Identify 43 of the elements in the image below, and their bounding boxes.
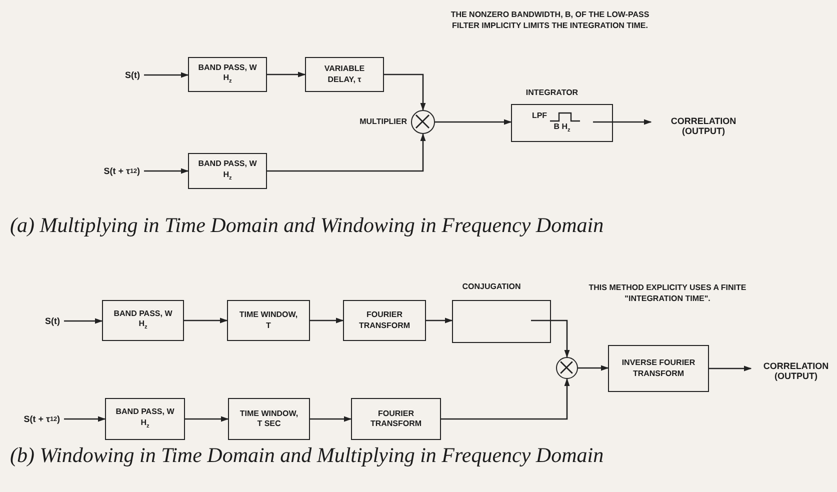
block-heading: CONJUGATION <box>461 282 522 291</box>
arrow <box>593 119 652 125</box>
signal-label: S(t) <box>100 67 140 83</box>
output-label: CORRELATION (OUTPUT) <box>755 356 837 386</box>
arrow <box>441 378 570 420</box>
process-box: INVERSE FOURIER TRANSFORM <box>608 345 709 392</box>
process-box: VARIABLE DELAY, τ <box>305 57 384 92</box>
multiplier-symbol <box>411 110 435 134</box>
node-caption: MULTIPLIER <box>360 117 407 126</box>
filter-label: LPF <box>532 111 548 122</box>
arrow <box>184 318 228 324</box>
figure-caption: (a) Multiplying in Time Domain and Windowing in Frequency Domain <box>10 213 604 238</box>
block-heading: INTEGRATOR <box>524 88 580 97</box>
arrow <box>310 318 344 324</box>
arrow <box>531 320 570 358</box>
arrow <box>267 133 426 172</box>
arrow <box>64 318 103 324</box>
figure-caption: (b) Windowing in Time Domain and Multiplying in Frequency Domain <box>10 443 604 468</box>
signal-label: S(t) <box>20 313 60 329</box>
process-box: BAND PASS, W H$_{z}$ <box>105 398 185 440</box>
arrow <box>144 72 189 78</box>
annotation-note: THE NONZERO BANDWIDTH, B, OF THE LOW-PASS FILTER IMPLICITY LIMITS THE INTEGRATION TIME. <box>450 10 650 32</box>
arrow <box>709 366 752 372</box>
process-box: BAND PASS, W H$_{z}$ <box>188 153 267 189</box>
arrow <box>185 416 229 422</box>
process-box: TIME WINDOW, T SEC <box>228 398 310 440</box>
annotation-note: THIS METHOD EXPLICITY USES A FINITE "INTEGRATION TIME". <box>588 283 748 305</box>
output-label: CORRELATION (OUTPUT) <box>655 112 752 140</box>
multiplier-symbol <box>556 357 578 379</box>
process-box: FOURIER TRANSFORM <box>343 300 426 341</box>
arrow <box>435 119 512 125</box>
process-box: FOURIER TRANSFORM <box>351 398 441 440</box>
arrow <box>64 416 106 422</box>
arrow <box>384 74 426 111</box>
arrow <box>267 72 306 78</box>
arrow <box>426 318 453 324</box>
process-box: TIME WINDOW, T <box>227 300 310 341</box>
process-box: BAND PASS, W H$_{z}$ <box>102 300 184 341</box>
arrow <box>144 168 189 174</box>
process-box: BAND PASS, W H$_{z}$ <box>188 57 267 92</box>
arrow <box>578 365 609 371</box>
block-label: B H$_{z}$ <box>554 122 570 135</box>
arrow <box>310 416 352 422</box>
